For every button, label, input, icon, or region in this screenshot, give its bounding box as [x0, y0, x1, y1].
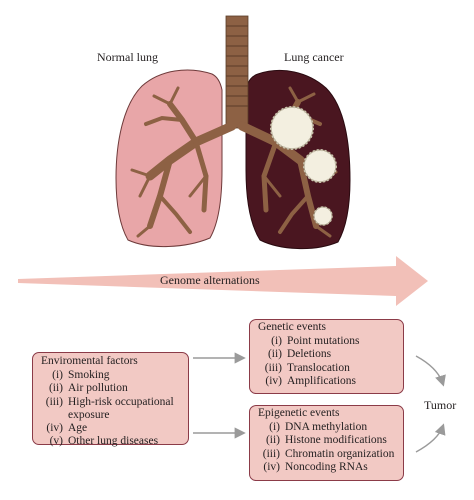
list-item-text: Air pollution [68, 382, 128, 395]
lung-cancer-label: Lung cancer [284, 50, 344, 64]
list-item: (i) Point mutations [258, 335, 397, 348]
list-item-text: Smoking [68, 369, 110, 382]
genetic-events-box: Genetic events (i) Point mutations (ii) De… [249, 319, 404, 394]
list-item-number: (ii) [265, 434, 280, 447]
list-item-number: (ii) [48, 382, 63, 395]
list-item-text: Translocation [287, 361, 350, 374]
genome-arrow-label: Genome alternations [160, 273, 260, 287]
list-item: (ii) Deletions [258, 348, 397, 361]
tumor-label: Tumor [424, 398, 457, 412]
list-item: (ii) Histone modifications [258, 434, 397, 447]
epigenetic-events-box: Epigenetic events (i) DNA methylation (ii… [249, 405, 404, 481]
list-item-number: (iii) [262, 447, 280, 460]
list-item: (v) Other lung diseases [41, 435, 182, 448]
tumor-large [270, 106, 314, 150]
list-item: (i) Smoking [41, 369, 182, 382]
list-item: (iv) Age [41, 422, 182, 435]
list-item: (iii) Translocation [258, 362, 397, 375]
list-item-number: (ii) [267, 348, 282, 361]
trachea-rings [226, 25, 248, 107]
arrow-genetic-to-tumor [415, 355, 446, 387]
genetic-events-title: Genetic events [258, 321, 327, 333]
list-item-text: Deletions [287, 348, 332, 361]
list-item-text: Point mutations [287, 335, 360, 348]
list-item: (i) DNA methylation [258, 421, 397, 434]
tumor-medium [303, 149, 337, 183]
list-item-text: DNA methylation [285, 421, 368, 434]
environmental-factors-box: Enviromental factors (i) Smoking (ii) Air … [32, 352, 189, 448]
epigenetic-events-title: Epigenetic events [258, 407, 340, 419]
lungs-illustration [115, 15, 351, 249]
list-item-text: Histone modifications [285, 434, 387, 447]
list-item-number: (iii) [45, 395, 63, 408]
list-item-text: High-risk occupational exposure [68, 395, 174, 421]
trachea [225, 15, 249, 129]
list-item-text: Other lung diseases [68, 435, 159, 448]
list-item-number: (v) [49, 435, 63, 448]
list-item-number: (iv) [46, 422, 63, 435]
tumor-small [313, 206, 333, 226]
list-item-text: Noncoding RNAs [285, 460, 368, 473]
genome-arrow-shape [18, 256, 428, 306]
list-item-number: (iv) [263, 460, 280, 473]
list-item: (iv) Noncoding RNAs [258, 461, 397, 474]
list-item-number: (iv) [265, 374, 282, 387]
list-item-number: (i) [52, 369, 63, 382]
arrow-epigenetic-to-tumor [415, 423, 446, 453]
list-item: (ii) Air pollution [41, 382, 182, 395]
list-item-number: (i) [269, 421, 280, 434]
list-item-text: Chromatin organization [285, 447, 395, 460]
list-item: (iii) High-risk occupational exposure [41, 396, 182, 422]
list-item: (iii) Chromatin organization [258, 448, 397, 461]
list-item: (iv) Amplifications [258, 375, 397, 388]
normal-lung-label: Normal lung [97, 50, 158, 64]
list-item-number: (i) [271, 335, 282, 348]
environmental-factors-title: Enviromental factors [41, 355, 138, 367]
list-item-text: Amplifications [287, 374, 356, 387]
list-item-text: Age [68, 422, 88, 435]
list-item-number: (iii) [264, 361, 282, 374]
